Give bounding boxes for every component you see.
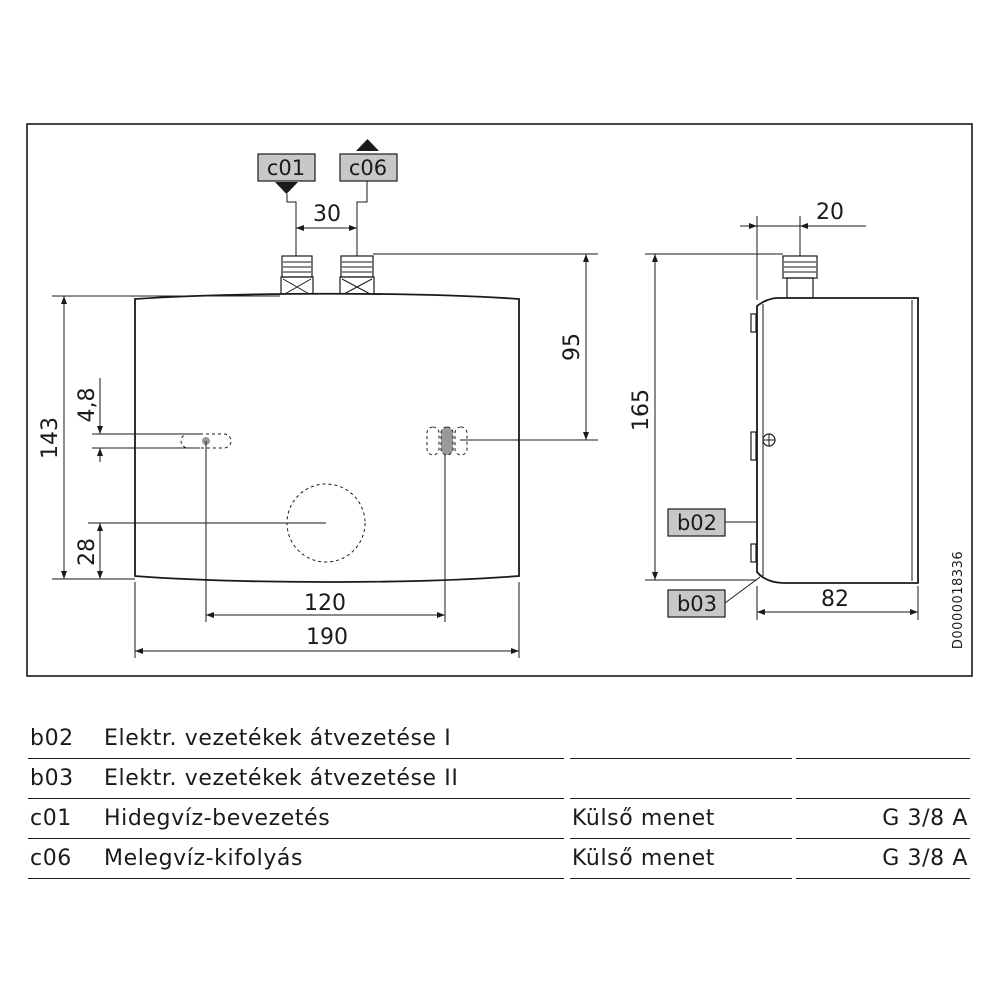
callout-b03[interactable]: b03 <box>667 576 761 618</box>
front-housing <box>134 292 520 583</box>
legend-value: G 3/8 A <box>882 846 968 871</box>
cable-entry-right-a <box>426 426 440 456</box>
dim-95: 95 <box>373 253 598 441</box>
cable-entry-right-b <box>440 426 454 456</box>
dim-82-label: 82 <box>821 587 849 612</box>
dim-190-label: 190 <box>306 625 348 650</box>
side-housing <box>756 297 919 584</box>
dim-4-8-label: 4,8 <box>75 388 100 423</box>
legend-code: b02 <box>30 726 74 751</box>
dim-28: 28 <box>75 522 326 579</box>
callout-c06-label: c06 <box>349 156 387 180</box>
legend-row: b03 Elektr. vezetékek átvezetése II <box>28 762 970 802</box>
dim-30: 30 <box>295 202 358 256</box>
dim-20: 20 <box>740 200 866 300</box>
dim-120: 120 <box>205 441 446 622</box>
legend-description: Hidegvíz-bevezetés <box>104 806 331 831</box>
legend-description: Elektr. vezetékek átvezetése II <box>104 766 459 791</box>
callout-c01[interactable]: c01 <box>257 153 316 256</box>
legend-code: c01 <box>30 806 72 831</box>
legend-row: c01 Hidegvíz-bevezetés Külső menet G 3/8… <box>28 802 970 842</box>
dim-30-label: 30 <box>313 202 341 227</box>
cable-entry-left <box>180 433 232 449</box>
dim-95-label: 95 <box>560 333 585 361</box>
dim-120-label: 120 <box>304 591 346 616</box>
legend-type: Külső menet <box>572 846 715 871</box>
legend-table: b02 Elektr. vezetékek átvezetése I b03 E… <box>28 722 970 882</box>
callout-c06[interactable]: c06 <box>339 139 398 256</box>
callout-b03-label: b03 <box>677 592 717 616</box>
legend-code: b03 <box>30 766 74 791</box>
pipe-c01 <box>280 255 314 298</box>
dim-143-label: 143 <box>38 417 63 459</box>
legend-description: Elektr. vezetékek átvezetése I <box>104 726 452 751</box>
dim-143: 143 <box>38 295 280 580</box>
cable-entry-right-c <box>454 426 468 456</box>
side-pipe <box>782 255 818 299</box>
dim-165: 165 <box>629 253 783 581</box>
legend-value: G 3/8 A <box>882 806 968 831</box>
drawing-frame <box>26 123 973 677</box>
callout-c01-label: c01 <box>267 156 305 180</box>
legend-row: c06 Melegvíz-kifolyás Külső menet G 3/8 … <box>28 842 970 882</box>
legend-row: b02 Elektr. vezetékek átvezetése I <box>28 722 970 762</box>
technical-drawing: c01 c06 30 95 <box>26 123 973 677</box>
dim-28-label: 28 <box>75 538 100 566</box>
front-view: c01 c06 30 95 <box>38 139 598 658</box>
callout-b02-label: b02 <box>677 511 717 535</box>
pipe-c06 <box>339 255 375 298</box>
legend-type: Külső menet <box>572 806 715 831</box>
legend-code: c06 <box>30 846 72 871</box>
dim-190: 190 <box>134 582 520 658</box>
document-id: D0000018336 <box>951 551 966 649</box>
dim-4-8: 4,8 <box>75 378 200 462</box>
dim-82: 82 <box>756 586 919 620</box>
dim-165-label: 165 <box>629 389 654 431</box>
callout-b02[interactable]: b02 <box>667 508 757 537</box>
dim-20-label: 20 <box>816 200 844 225</box>
side-view: 20 165 82 b02 b03 <box>629 200 919 620</box>
legend-description: Melegvíz-kifolyás <box>104 846 304 871</box>
